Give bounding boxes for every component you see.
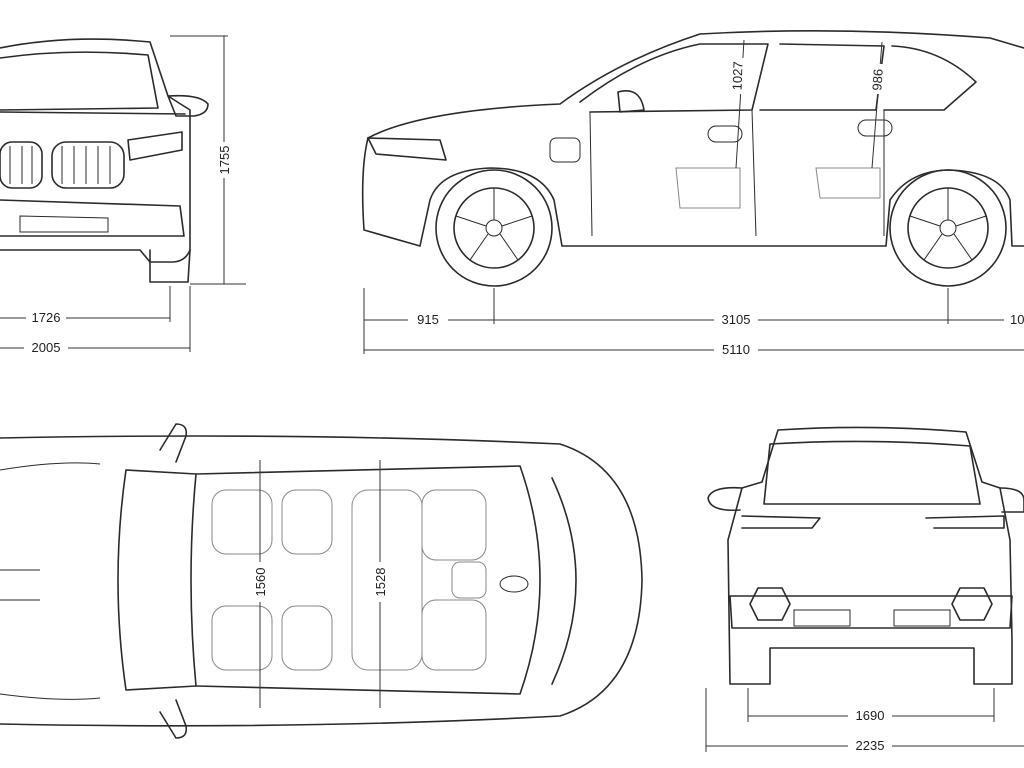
front-height-label: 1755 xyxy=(217,146,232,175)
rear-width-label: 2235 xyxy=(856,738,885,753)
front-view: 1755 1726 2005 xyxy=(0,35,246,356)
front-overhang-label: 915 xyxy=(417,312,439,327)
rear-track-label: 1690 xyxy=(856,708,885,723)
wheelbase-label: 3105 xyxy=(722,312,751,327)
rear-headroom-label: 986 xyxy=(869,68,885,91)
rear-overhang-label: 10 xyxy=(1010,312,1024,327)
overall-length-label: 5110 xyxy=(722,342,750,357)
front-headroom-label: 1027 xyxy=(730,61,746,90)
front-track-label: 1726 xyxy=(32,310,61,325)
rear-view: 1690 2235 xyxy=(705,426,1024,754)
rear-shoulder-label: 1528 xyxy=(373,568,388,597)
top-view: 1560 1528 xyxy=(0,423,643,739)
front-shoulder-label: 1560 xyxy=(253,568,268,597)
front-width-label: 2005 xyxy=(32,340,61,355)
side-view: 1027 986 915 3105 10 5110 xyxy=(361,30,1024,358)
